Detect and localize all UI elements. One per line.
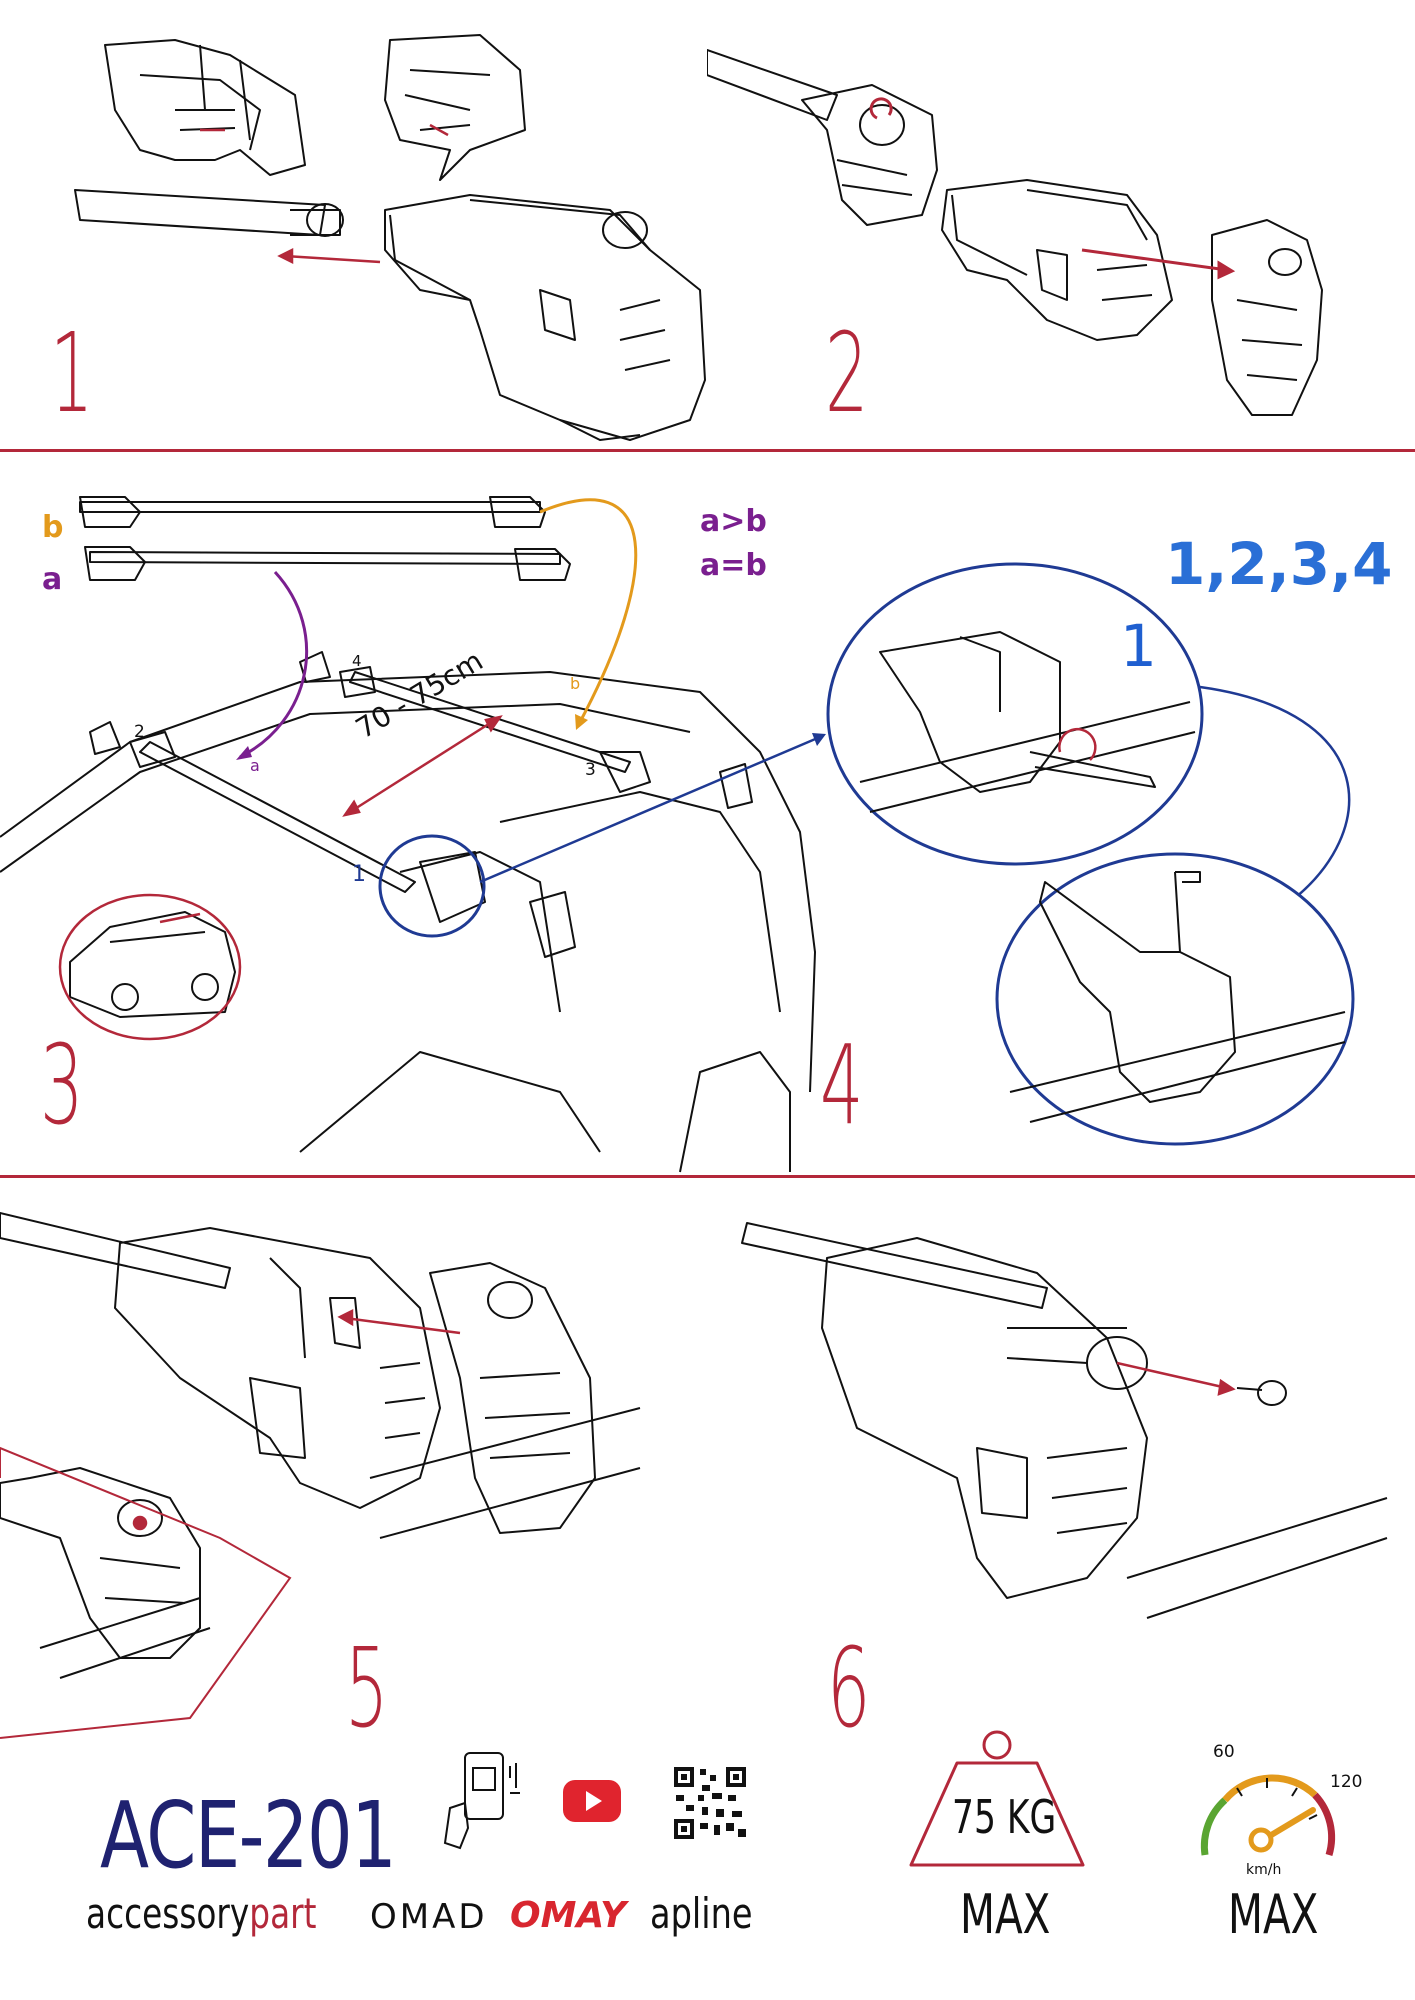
brand-apline: apline — [650, 1889, 753, 1938]
step-1-illustration — [74, 34, 706, 441]
compare-equal-text: a=b — [700, 548, 767, 583]
step-number-2: 2 — [825, 309, 869, 437]
foot-label-4: 4 — [352, 652, 362, 670]
brand-accessory-text: accessory — [86, 1889, 250, 1938]
brand-omay: OMAY — [510, 1895, 627, 1936]
qr-code-icon — [672, 1765, 748, 1841]
sequence-label: 1,2,3,4 — [1165, 530, 1393, 598]
step-number-1: 1 — [50, 309, 94, 437]
step-5-panel: 5 — [0, 1178, 707, 1758]
zoom-number: 1 — [1120, 612, 1157, 680]
step-3-4-panel: b a a>b a=b a b 70 - 75cm 1 2 3 4 1,2,3,… — [0, 452, 1415, 1175]
divider-2 — [0, 1175, 1415, 1178]
step-6-panel: 6 — [707, 1178, 1415, 1758]
foot-label-1: 1 — [352, 862, 366, 887]
foot-label-3: 3 — [585, 760, 596, 780]
weight-icon — [909, 1730, 1085, 1867]
foot-label-2: 2 — [134, 722, 145, 742]
step-3-4-illustration — [0, 496, 1355, 1173]
phone-qr-scan-icon — [443, 1752, 520, 1850]
step-2-panel: 2 — [707, 0, 1415, 450]
compare-greater: a>b — [700, 504, 767, 539]
arc-label-a: a — [250, 756, 260, 775]
bar-b-label: b — [42, 510, 64, 545]
step-number-3: 3 — [40, 1021, 84, 1149]
brand-accessorypart: accessorypart — [86, 1893, 316, 1935]
model-number: ACE-201 — [100, 1782, 397, 1889]
youtube-icon — [563, 1780, 621, 1822]
compare-equal: a=b — [700, 548, 767, 583]
step-number-6: 6 — [827, 1624, 871, 1752]
step-2-illustration — [707, 49, 1323, 416]
bar-a-label: a — [42, 562, 63, 597]
weight-value: 75 KG — [952, 1790, 1057, 1844]
step-5-illustration — [0, 1212, 641, 1739]
step-6-illustration — [741, 1222, 1388, 1619]
speed-low-label: 60 — [1213, 1742, 1235, 1762]
step-1-panel: 1 — [0, 0, 707, 450]
brand-part-text: part — [249, 1889, 317, 1938]
arc-label-b: b — [570, 674, 581, 693]
speed-max-label: MAX — [1228, 1883, 1319, 1946]
speed-unit-label: km/h — [1246, 1862, 1282, 1878]
speedometer-icon — [1200, 1774, 1336, 1857]
speed-high-label: 120 — [1330, 1772, 1363, 1792]
compare-greater-text: a>b — [700, 504, 767, 539]
divider-1 — [0, 449, 1415, 452]
brand-omad: OMAD — [370, 1897, 488, 1937]
weight-max-label: MAX — [960, 1883, 1051, 1946]
step-number-5: 5 — [345, 1624, 389, 1752]
step-number-4: 4 — [820, 1021, 864, 1149]
